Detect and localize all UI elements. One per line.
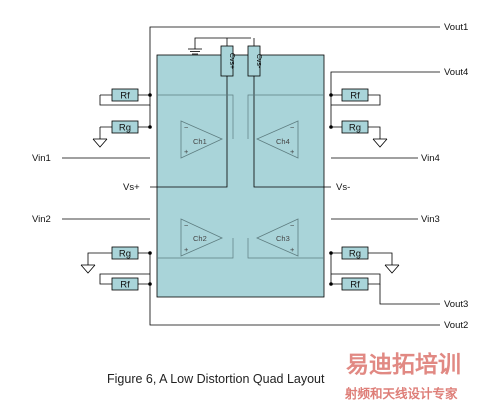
vout3-label: Vout3 bbox=[444, 299, 468, 310]
ch3-minus-sign: − bbox=[290, 221, 295, 230]
opamp-ch4 bbox=[256, 120, 299, 159]
opamp-ch1 bbox=[180, 120, 223, 159]
opamp-ch4-label: Ch4 bbox=[276, 137, 290, 146]
ch1-minus-sign: − bbox=[184, 123, 189, 132]
rf-ch1-label: Rf bbox=[120, 91, 130, 102]
vin1-label: Vin1 bbox=[32, 153, 51, 164]
rf-ch3-label: Rf bbox=[350, 280, 360, 291]
cap-cvs-minus-label: Cvs- bbox=[255, 54, 262, 69]
rf-ch2-label: Rf bbox=[120, 280, 130, 291]
opamp-ch2 bbox=[180, 218, 223, 257]
vout1-label: Vout1 bbox=[444, 22, 468, 33]
rg-ch3-label: Rg bbox=[349, 249, 361, 260]
ch2-minus-sign: − bbox=[184, 221, 189, 230]
vout2-label: Vout2 bbox=[444, 320, 468, 331]
opamp-ch2-label: Ch2 bbox=[193, 234, 207, 243]
rf-ch4-label: Rf bbox=[350, 91, 360, 102]
ch2-plus-sign: + bbox=[184, 245, 189, 254]
opamp-ch3-label: Ch3 bbox=[276, 234, 290, 243]
opamp-ch3 bbox=[256, 218, 299, 257]
ic-package bbox=[156, 54, 325, 298]
vin3-label: Vin3 bbox=[421, 214, 440, 225]
watermark-title: 易迪拓培训 bbox=[346, 351, 461, 378]
opamp-ch1-label: Ch1 bbox=[193, 137, 207, 146]
vs-plus-label: Vs+ bbox=[123, 182, 140, 193]
ch1-plus-sign: + bbox=[184, 147, 189, 156]
vin4-label: Vin4 bbox=[421, 153, 440, 164]
figure-caption: Figure 6, A Low Distortion Quad Layout bbox=[107, 372, 325, 386]
vout4-label: Vout4 bbox=[444, 67, 468, 78]
vin2-label: Vin2 bbox=[32, 214, 51, 225]
rg-ch4-label: Rg bbox=[349, 123, 361, 134]
rg-ch2-label: Rg bbox=[119, 249, 131, 260]
bypass-capacitors bbox=[150, 37, 331, 188]
rg-ch1-label: Rg bbox=[119, 123, 131, 134]
watermark-subtitle: 射频和天线设计专家 bbox=[344, 386, 458, 401]
cap-cvs-plus-label: Cvs+ bbox=[228, 53, 235, 69]
ch4-minus-sign: − bbox=[290, 123, 295, 132]
ch4-plus-sign: + bbox=[290, 147, 295, 156]
vs-minus-label: Vs- bbox=[336, 182, 350, 193]
resistor-boxes bbox=[111, 88, 369, 291]
inner-traces bbox=[157, 94, 324, 259]
junction-dots bbox=[148, 93, 333, 286]
ch3-plus-sign: + bbox=[290, 245, 295, 254]
